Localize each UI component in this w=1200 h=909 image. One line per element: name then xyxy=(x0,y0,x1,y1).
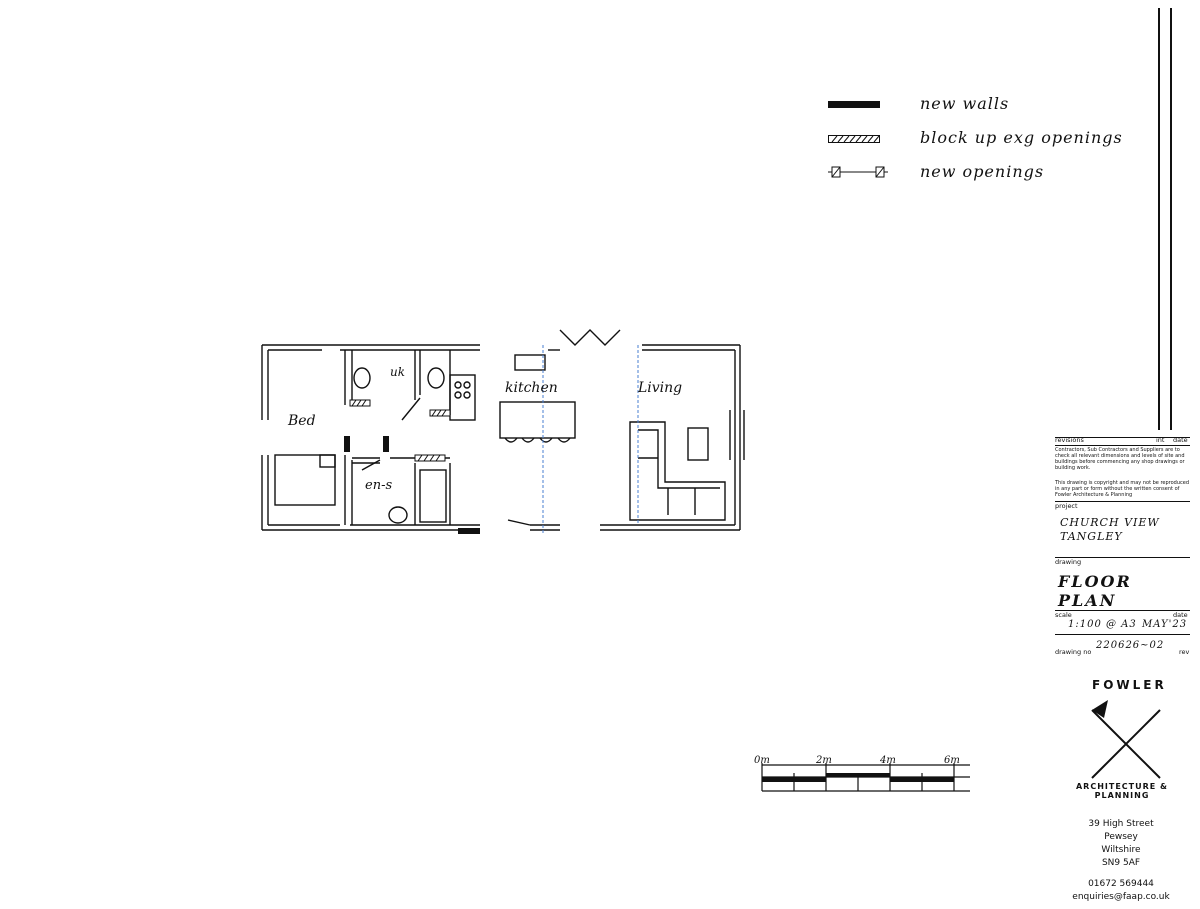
rev-label: rev xyxy=(1179,648,1190,656)
scale-tick-2: 2m xyxy=(816,755,832,766)
scale-tick-6: 6m xyxy=(944,755,960,766)
tb-rule-project xyxy=(1055,501,1190,502)
project-line-1: CHURCH VIEW xyxy=(1060,516,1160,529)
fowler-logo: FOWLER ARCHITECTURE & PLANNING xyxy=(1056,670,1188,802)
room-label-kitchen: kitchen xyxy=(505,380,558,396)
date-label-2: date xyxy=(1173,611,1188,619)
tb-rule-scale xyxy=(1055,610,1190,611)
revisions-label: revisions xyxy=(1055,436,1084,444)
drawing-no-value: 220626~02 xyxy=(1096,640,1165,651)
scale-row: scale date xyxy=(1055,611,1190,621)
legend-new-walls-label: new walls xyxy=(920,94,1010,113)
scale-bar-graphic xyxy=(761,763,970,792)
address-email[interactable]: enquiries@faap.co.uk xyxy=(1072,892,1170,902)
scale-label: scale xyxy=(1055,611,1072,619)
contractors-note: Contractors, Sub Contractors and Supplie… xyxy=(1055,447,1185,471)
room-label-living: Living xyxy=(638,380,683,396)
tb-rule-drawing xyxy=(1055,557,1190,558)
address-line-2: Pewsey xyxy=(1104,832,1138,842)
border-line-left xyxy=(1158,8,1160,430)
room-label-bed: Bed xyxy=(288,413,316,429)
border-line-right xyxy=(1170,8,1172,430)
tb-rule-top xyxy=(1055,437,1190,438)
new-openings-symbol xyxy=(828,166,888,178)
logo-bottom-text: ARCHITECTURE & PLANNING xyxy=(1075,782,1169,800)
project-label: project xyxy=(1055,502,1078,510)
int-label: int xyxy=(1156,436,1165,444)
drawing-title: FLOOR PLAN xyxy=(1058,572,1132,610)
room-label-ens: en-s xyxy=(365,478,393,493)
copyright-note: This drawing is copyright and may not be… xyxy=(1055,480,1190,498)
logo-top-text: FOWLER xyxy=(1092,678,1167,692)
scale-tick-0: 0m xyxy=(754,755,770,766)
legend-block-up-label: block up exg openings xyxy=(920,128,1123,147)
address-line-4: SN9 5AF xyxy=(1101,858,1141,868)
tb-rule-drawing-no xyxy=(1055,634,1190,635)
drawing-no-row: drawing no rev xyxy=(1055,648,1190,658)
room-label-uk: uk xyxy=(390,365,405,379)
tb-rule-rev xyxy=(1055,445,1190,446)
address-line-1: 39 High Street xyxy=(1088,819,1154,829)
address-line-3: Wiltshire xyxy=(1101,845,1141,855)
drawing-label: drawing xyxy=(1055,558,1082,566)
date-label: date xyxy=(1173,436,1188,444)
legend-new-openings-label: new openings xyxy=(920,162,1045,181)
scale-value: 1:100 @ A3 xyxy=(1068,619,1137,630)
scale-bar: 0m 2m 4m 6m xyxy=(750,755,980,805)
revisions-header: revisions int date xyxy=(1055,436,1190,446)
block-up-symbol xyxy=(828,135,880,143)
scale-tick-4: 4m xyxy=(880,755,896,766)
new-walls-symbol xyxy=(828,101,880,108)
project-line-2: TANGLEY xyxy=(1060,530,1123,543)
fowler-logo-graphic xyxy=(1091,700,1161,779)
address-phone: 01672 569444 xyxy=(1088,879,1154,889)
date-value: MAY'23 xyxy=(1142,619,1188,630)
drawing-no-label: drawing no xyxy=(1055,648,1092,656)
